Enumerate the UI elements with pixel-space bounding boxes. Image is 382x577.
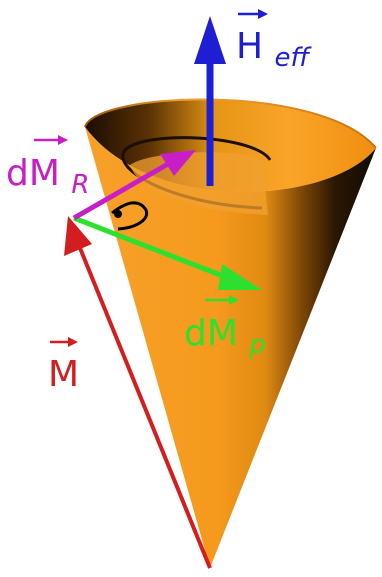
dmr-arrow-shaft: [72, 161, 170, 221]
m-arrow-head: [64, 216, 92, 256]
dmr-label-subscript: R: [71, 170, 89, 200]
heff-label-subscript: eff: [275, 43, 313, 73]
m-arrow-shaft: [78, 247, 212, 569]
dmp-vector-arrow-head: [229, 295, 239, 305]
cone-outer-surface: [85, 127, 376, 568]
svg-text:M: M: [48, 354, 79, 395]
m-vector-arrow-head: [68, 337, 78, 347]
m-label-base: M: [48, 354, 79, 395]
dmp-label-subscript: p: [248, 330, 266, 360]
dmp-label: dM p: [184, 295, 266, 360]
heff-arrow-head: [194, 16, 226, 64]
heff-label-base: H: [236, 26, 263, 67]
right-angle-dot: [114, 210, 122, 218]
dmp-arrow-head: [218, 264, 262, 290]
dmp-arrow-shaft: [73, 215, 229, 281]
m-label: M: [48, 337, 79, 395]
svg-text:H eff: H eff: [236, 26, 313, 73]
right-angle-mark: [111, 201, 149, 231]
heff-label: H eff: [236, 9, 313, 73]
dmr-arrow-head: [160, 150, 196, 176]
dmr-label-base: dM: [6, 153, 60, 194]
svg-text:dM R: dM R: [6, 153, 89, 200]
svg-text:dM p: dM p: [184, 313, 266, 360]
heff-vector-arrow-head: [258, 9, 268, 19]
dmr-vector-arrow-head: [58, 135, 68, 145]
dmp-label-base: dM: [184, 313, 238, 354]
dmr-label: dM R: [6, 135, 89, 200]
